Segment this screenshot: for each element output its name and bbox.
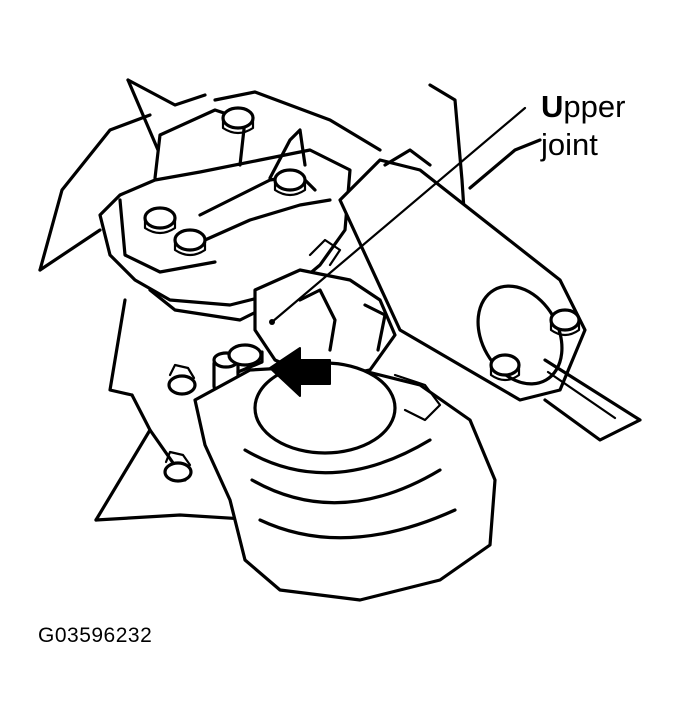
shaft-clamp-bolt: [489, 353, 521, 382]
column-housing-outline: [38, 78, 542, 522]
bracket-bolt: [143, 206, 177, 235]
direction-arrow-icon: [269, 347, 331, 397]
column-dust-cover: [193, 361, 497, 602]
upper-joint-label: Upper joint: [541, 88, 625, 164]
figure-id: G03596232: [38, 624, 153, 647]
side-stud: [163, 450, 193, 483]
upper-joint-label-line2: joint: [541, 127, 598, 162]
upper-joint-label-initial: U: [541, 89, 564, 124]
shaft-clamp-bolt: [549, 308, 581, 337]
bracket-bolt: [221, 106, 255, 135]
side-stud: [167, 363, 197, 396]
bracket-bolt: [273, 168, 307, 197]
callout-leader-line: [270, 106, 527, 324]
callout-leader-dot: [269, 319, 275, 325]
upper-joint-yoke: [253, 238, 397, 382]
bracket-bolt: [173, 228, 207, 257]
upper-joint-label-rest: pper: [563, 89, 626, 124]
